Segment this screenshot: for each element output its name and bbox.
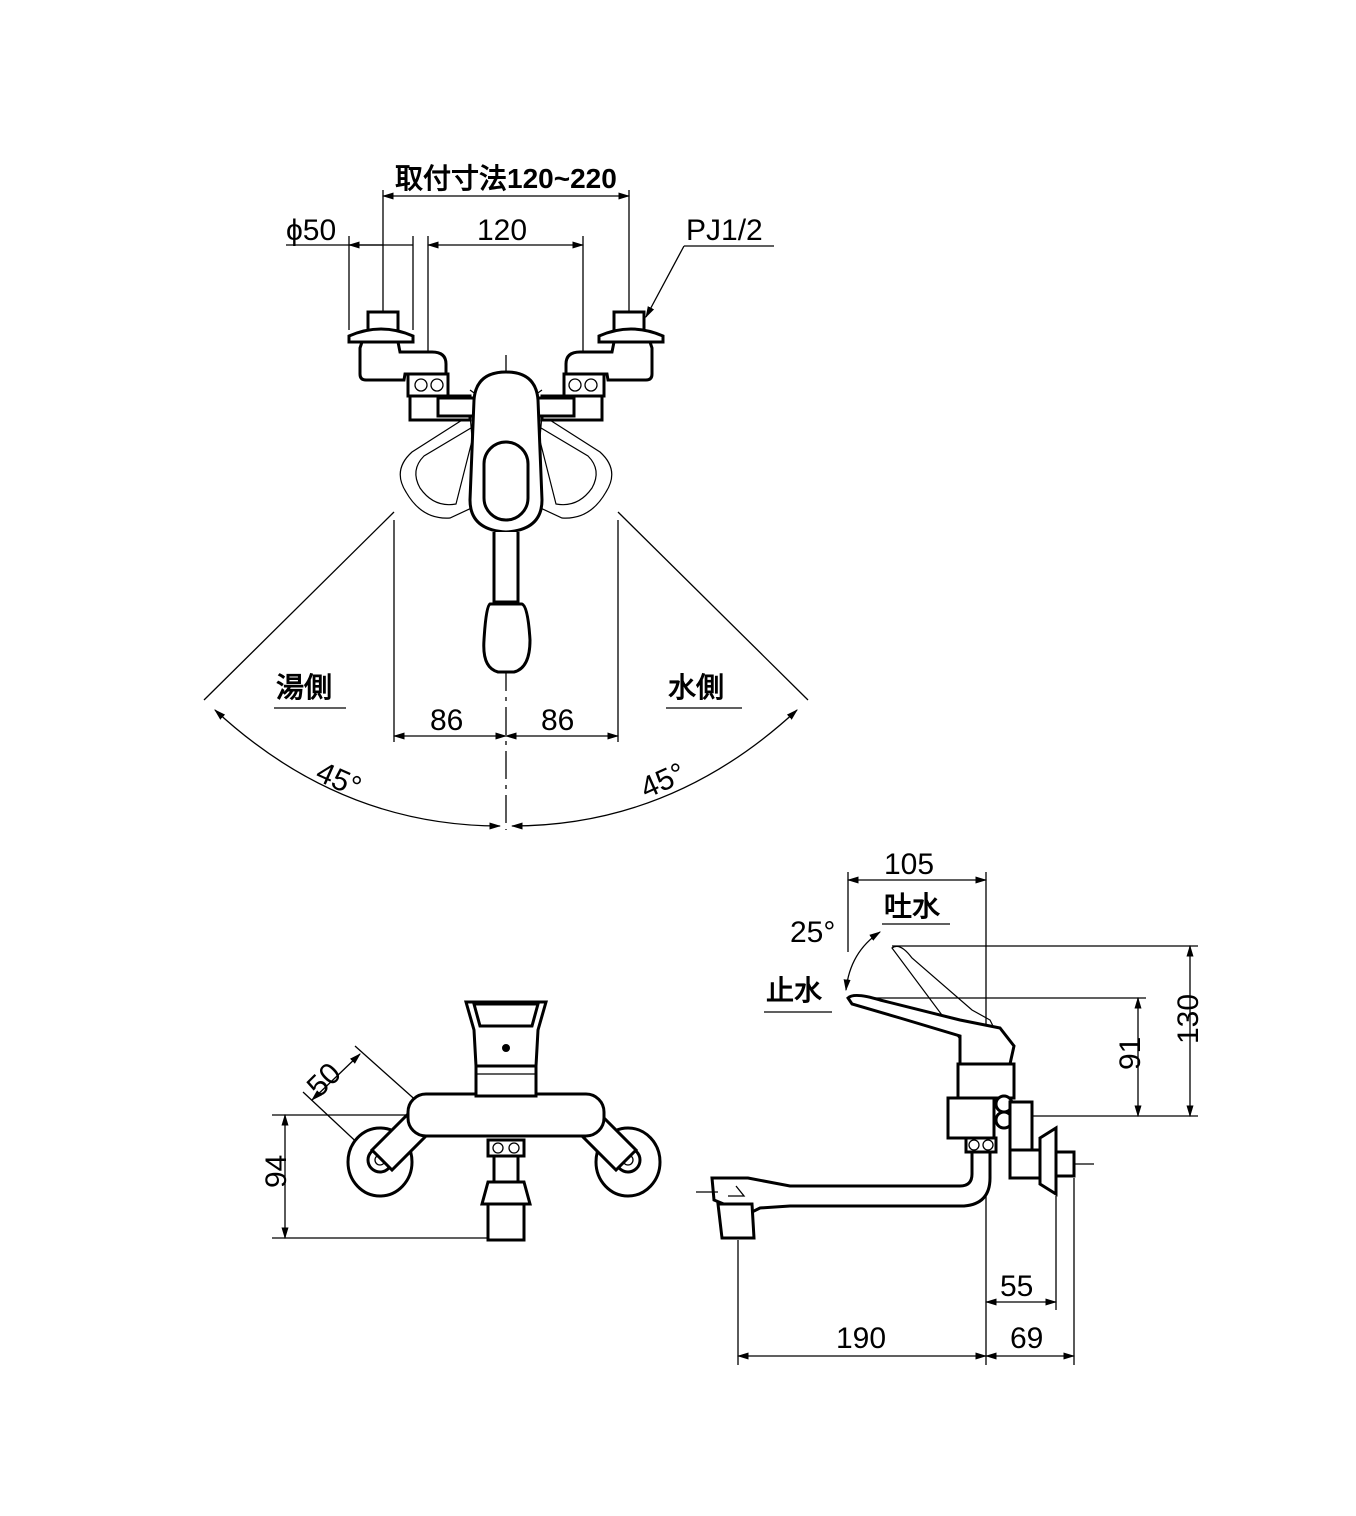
cold-angle-label: 45° bbox=[636, 757, 691, 806]
mount-range-label: 取付寸法120~220 bbox=[395, 163, 617, 194]
top-view: 取付寸法120~220 ϕ50 120 PJ1/2 bbox=[203, 163, 809, 830]
spacing-label: 120 bbox=[477, 214, 527, 247]
offset-dimensions: 86 86 bbox=[392, 520, 620, 742]
hot-side-label: 湯側 bbox=[276, 672, 332, 703]
side-190-label: 190 bbox=[836, 1322, 886, 1355]
faucet-body-top bbox=[436, 370, 576, 674]
side-130-label: 130 bbox=[1172, 994, 1205, 1044]
thread-label: PJ1/2 bbox=[686, 214, 763, 247]
side-69-label: 69 bbox=[1010, 1322, 1043, 1355]
left-offset-label: 86 bbox=[430, 704, 463, 737]
side-55-dimension: 55 bbox=[984, 1196, 1058, 1310]
side-55-label: 55 bbox=[1000, 1270, 1033, 1303]
front-94-dimension: 94 bbox=[260, 1113, 492, 1240]
right-offset-label: 86 bbox=[541, 704, 574, 737]
angle-25-label: 25° bbox=[790, 916, 835, 949]
side-91-label: 91 bbox=[1114, 1037, 1147, 1070]
side-105-label: 105 bbox=[884, 848, 934, 881]
thread-callout: PJ1/2 bbox=[645, 214, 774, 319]
spacing-dimension: 120 bbox=[426, 214, 585, 352]
mount-range-dimension: 取付寸法120~220 bbox=[381, 163, 631, 325]
side-view: 105 吐水 25° 止水 130 91 bbox=[696, 848, 1205, 1365]
hot-angle-label: 45° bbox=[311, 756, 366, 805]
flow-on-label: 吐水 bbox=[884, 891, 941, 922]
front-view: 50 94 bbox=[260, 1000, 662, 1242]
cold-side-label: 水側 bbox=[668, 672, 724, 703]
side-height-dimensions: 130 91 bbox=[870, 944, 1205, 1118]
diameter-dimension: ϕ50 bbox=[286, 214, 414, 330]
side-length-dimensions: 190 69 bbox=[736, 1178, 1076, 1365]
diameter-label: ϕ50 bbox=[286, 214, 336, 247]
flow-off-label: 止水 bbox=[766, 975, 823, 1006]
front-94-label: 94 bbox=[260, 1155, 293, 1188]
